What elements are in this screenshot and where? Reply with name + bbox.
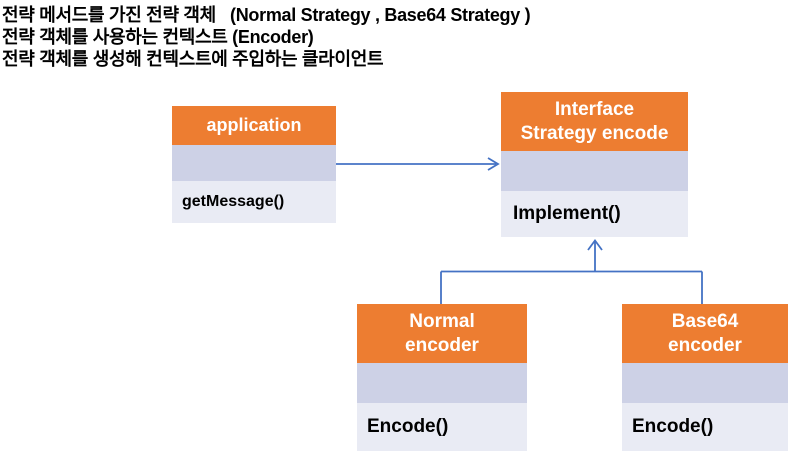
slide-title-line-2: 전략 객체를 사용하는 컨텍스트 (Encoder) xyxy=(2,27,314,47)
attribute-band xyxy=(501,151,688,191)
method-label: getMessage() xyxy=(182,193,285,210)
class-header: Interface Strategy encode xyxy=(501,92,688,151)
class-header: Base64 encoder xyxy=(622,304,788,363)
class-title-line-2: Strategy encode xyxy=(520,122,669,144)
class-title-line-2: encoder xyxy=(405,334,479,356)
class-header: Normal encoder xyxy=(357,304,527,363)
class-box-interface-strategy: Interface Strategy encode Implement() xyxy=(501,92,688,237)
attribute-band xyxy=(357,363,527,403)
inheritance-arrow-head xyxy=(587,238,603,251)
method-band: getMessage() xyxy=(172,181,336,223)
method-band: Encode() xyxy=(357,403,527,451)
method-band: Encode() xyxy=(622,403,788,451)
attribute-band xyxy=(172,145,336,181)
method-label: Encode() xyxy=(632,416,714,437)
class-header: application xyxy=(172,106,336,145)
attribute-band xyxy=(622,363,788,403)
class-box-normal-encoder: Normal encoder Encode() xyxy=(357,304,527,451)
association-arrow-head xyxy=(487,157,500,171)
method-label: Implement() xyxy=(513,203,621,224)
class-title: application xyxy=(206,115,302,136)
class-title-line-1: Normal xyxy=(409,310,475,332)
class-title-line-1: Interface xyxy=(554,98,635,120)
class-title-line-2: encoder xyxy=(668,334,742,356)
class-box-application: application getMessage() xyxy=(172,106,336,223)
slide-title-line-3: 전략 객체를 생성해 컨텍스트에 주입하는 클라이언트 xyxy=(2,49,384,69)
slide-title-line-1: 전략 메서드를 가진 전략 객체 (Normal Strategy , Base… xyxy=(2,5,531,25)
slide-title: 전략 메서드를 가진 전략 객체 (Normal Strategy , Base… xyxy=(2,4,531,70)
method-label: Encode() xyxy=(367,416,449,437)
class-box-base64-encoder: Base64 encoder Encode() xyxy=(622,304,788,451)
class-title-line-1: Base64 xyxy=(671,310,739,332)
method-band: Implement() xyxy=(501,191,688,237)
